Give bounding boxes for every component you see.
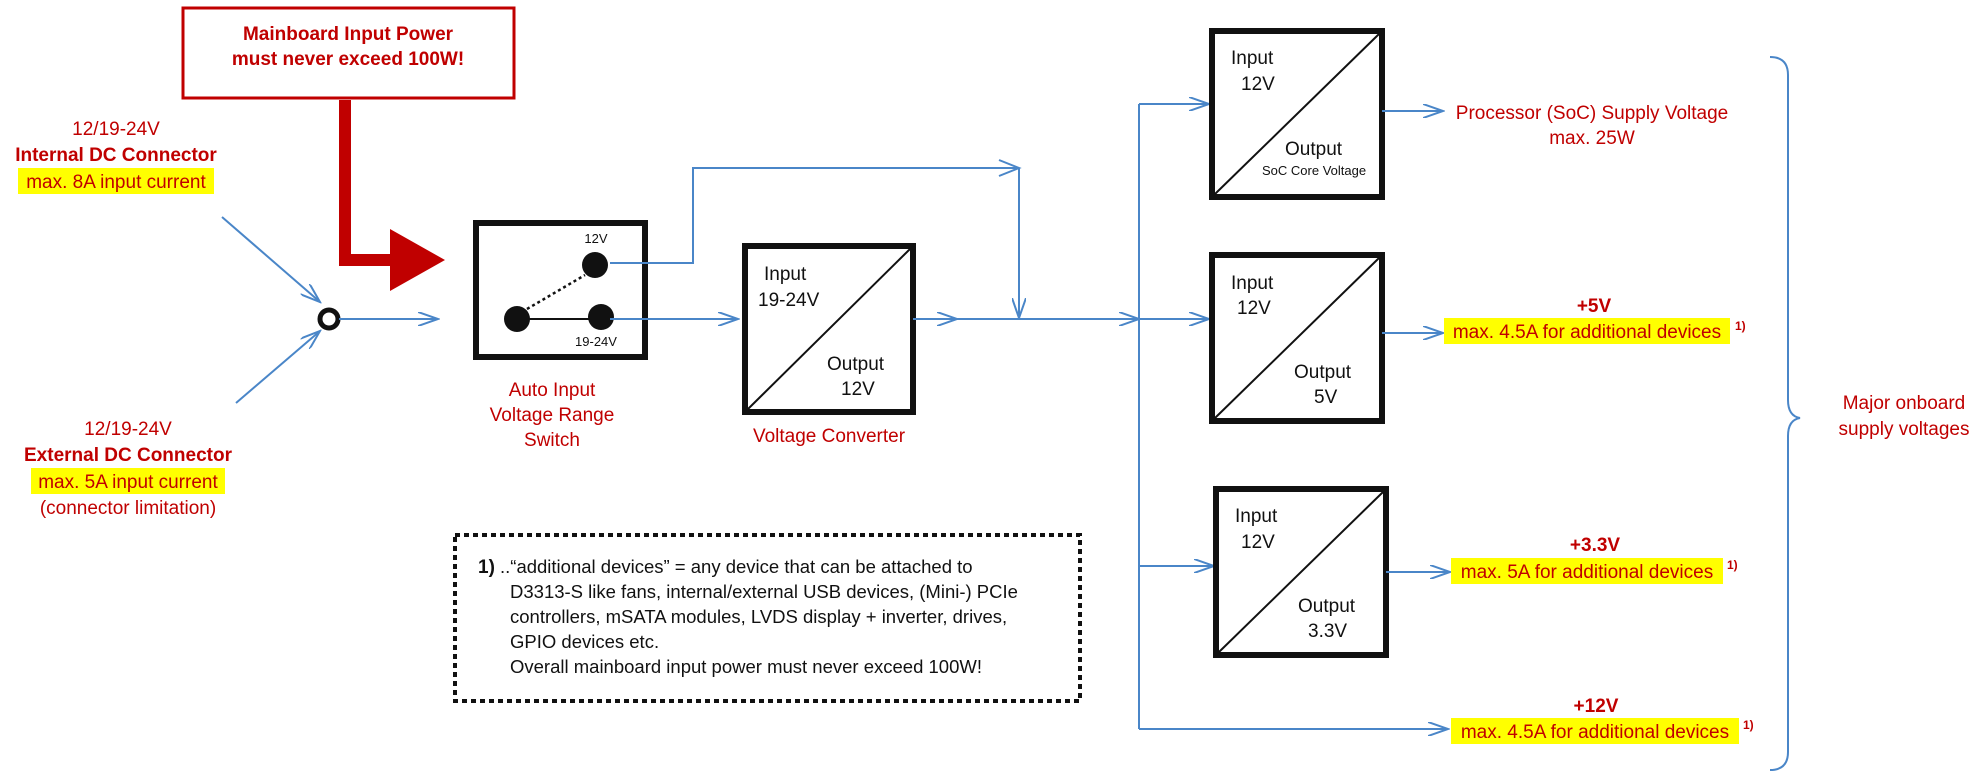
regulator-5v-diagonal — [1214, 257, 1380, 419]
v33-voltage: +3.3V — [1570, 535, 1621, 556]
v5-limit-highlight — [1444, 318, 1730, 344]
footnote-line3: controllers, mSATA modules, LVDS display… — [510, 606, 1007, 627]
bypass-line — [610, 167, 1019, 264]
brace-label-line1: Major onboard — [1843, 393, 1966, 414]
v5-limit: max. 4.5A for additional devices — [1453, 322, 1721, 343]
external-note: (connector limitation) — [40, 498, 216, 519]
regulator-soc-input-label: Input — [1231, 48, 1274, 69]
v33-footnote: 1) — [1727, 558, 1738, 572]
external-current: max. 5A input current — [38, 472, 218, 493]
brace-label-line2: supply voltages — [1839, 419, 1970, 440]
switch-label-1924v: 19-24V — [575, 334, 617, 349]
footnote-line4: GPIO devices etc. — [510, 631, 659, 652]
footnote-marker: 1) — [478, 557, 495, 578]
switch-label-12v: 12V — [584, 231, 607, 246]
regulator-5v-input-label: Input — [1231, 273, 1274, 294]
v5-voltage: +5V — [1577, 296, 1612, 317]
footnote-line2: D3313-S like fans, internal/external USB… — [510, 581, 1018, 602]
regulator-33v-input-value: 12V — [1241, 532, 1275, 553]
converter-input-label: Input — [764, 264, 807, 285]
supply-brace — [1769, 56, 1801, 771]
regulator-soc-input-value: 12V — [1241, 74, 1275, 95]
regulator-5v-input-value: 12V — [1237, 298, 1271, 319]
v12-footnote: 1) — [1743, 718, 1754, 732]
v12-limit: max. 4.5A for additional devices — [1461, 722, 1729, 743]
switch-caption-1: Auto Input — [509, 380, 596, 401]
internal-current-highlight — [18, 168, 214, 194]
v12-limit-highlight — [1451, 718, 1739, 744]
regulator-33v-output-value: 3.3V — [1308, 621, 1347, 642]
internal-name: Internal DC Connector — [15, 145, 217, 166]
soc-output-line2: max. 25W — [1549, 128, 1635, 149]
internal-voltage: 12/19-24V — [72, 119, 160, 140]
v33-limit: max. 5A for additional devices — [1461, 562, 1713, 583]
converter-output-value: 12V — [841, 379, 875, 400]
converter-diagonal — [747, 248, 911, 410]
switch-dotted-link — [526, 273, 586, 311]
regulator-soc-output-value: SoC Core Voltage — [1262, 163, 1366, 178]
switch-contact-1924v — [588, 304, 614, 330]
warning-line1: Mainboard Input Power — [243, 24, 454, 45]
warning-arrow — [339, 100, 445, 291]
regulator-5v-output-label: Output — [1294, 362, 1352, 383]
regulator-soc-output-label: Output — [1285, 139, 1343, 160]
v33-limit-highlight — [1451, 558, 1723, 584]
warning-box — [181, 6, 516, 100]
footnote-line1: ..“additional devices” = any device that… — [500, 556, 973, 577]
warning-line2: must never exceed 100W! — [232, 49, 464, 70]
regulator-33v-diagonal — [1218, 491, 1384, 653]
converter-output-label: Output — [827, 354, 885, 375]
soc-output-line1: Processor (SoC) Supply Voltage — [1456, 103, 1728, 124]
v12-voltage: +12V — [1574, 696, 1619, 717]
internal-current: max. 8A input current — [26, 172, 206, 193]
switch-caption-2: Voltage Range — [490, 405, 615, 426]
junction-node — [317, 307, 341, 331]
switch-caption-3: Switch — [524, 430, 580, 451]
external-line — [235, 331, 320, 404]
external-name: External DC Connector — [24, 445, 233, 466]
external-voltage: 12/19-24V — [84, 419, 172, 440]
external-current-highlight — [31, 468, 225, 494]
switch-contact-12v — [582, 252, 608, 278]
regulator-33v-input-label: Input — [1235, 506, 1278, 527]
v5-footnote: 1) — [1735, 319, 1746, 333]
internal-line — [221, 216, 320, 302]
regulator-soc-diagonal — [1214, 33, 1380, 195]
footnote-line5: Overall mainboard input power must never… — [510, 656, 982, 677]
footnote-box — [453, 533, 1082, 703]
regulator-33v-output-label: Output — [1298, 596, 1356, 617]
regulator-5v-output-value: 5V — [1314, 387, 1338, 408]
converter-input-value: 19-24V — [758, 290, 820, 311]
converter-caption: Voltage Converter — [753, 426, 906, 447]
